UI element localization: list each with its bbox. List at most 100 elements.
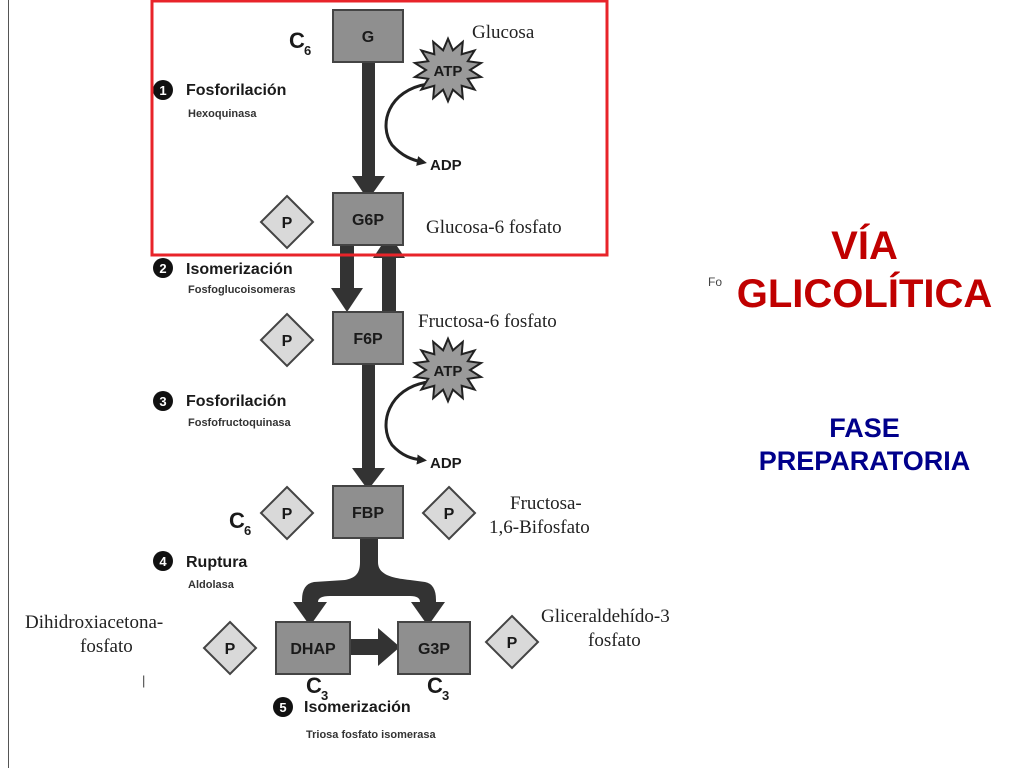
svg-text:F6P: F6P (353, 331, 383, 348)
svg-text:C: C (229, 508, 245, 533)
svg-text:3: 3 (442, 688, 449, 703)
main-flow-arrows (293, 62, 445, 666)
arrow-g-to-g6p (362, 62, 375, 178)
step-2: 2 Isomerización Fosfoglucoisomeras (153, 258, 296, 296)
step-title: Fosforilación (186, 393, 286, 410)
step-5: 5 Isomerización Triosa fosfato isomerasa (273, 697, 436, 741)
svg-text:P: P (282, 215, 293, 232)
step-4: 4 Ruptura Aldolasa (153, 551, 247, 591)
svg-text:DHAP: DHAP (290, 641, 336, 658)
svg-text:FBP: FBP (352, 505, 384, 522)
left-border-line (8, 0, 9, 768)
label-glucosa-6-fosfato: Glucosa-6 fosfato (426, 217, 562, 238)
step-number: 5 (279, 700, 286, 715)
step-number-badge (273, 697, 293, 717)
slide-title-line1: VÍA (831, 224, 898, 268)
arrow-f6p-to-fbp (362, 364, 375, 470)
label-dihidroxiacetona-line2: fosfato (80, 636, 133, 657)
step-number-badge (153, 80, 173, 100)
step-number: 1 (159, 83, 166, 98)
arrow-to-dhap-head (293, 602, 327, 626)
step-title: Ruptura (186, 554, 247, 571)
label-gliceraldehido-line1: Gliceraldehído-3 (541, 606, 670, 627)
carbon-label-c3-g3p: C 3 (427, 673, 449, 703)
svg-text:3: 3 (321, 688, 328, 703)
step-title: Isomerización (304, 699, 411, 716)
step-number: 3 (159, 394, 166, 409)
box-g: G (332, 9, 404, 63)
arrow-to-g3p-head (411, 602, 445, 626)
step-title: Fosforilación (186, 82, 286, 99)
carbon-label-c6-fbp: C 6 (229, 508, 251, 538)
step-enzyme: Fosfofructoquinasa (188, 417, 292, 429)
slide-title: VÍA GLICOLÍTICA (712, 222, 1017, 318)
label-glucosa: Glucosa (472, 22, 535, 43)
atp-burst-1: ATP (412, 36, 484, 104)
arrow-f6p-to-fbp-head (352, 468, 385, 490)
box-g6p: G6P (332, 192, 404, 246)
slide-subtitle-line1: FASE (829, 413, 900, 443)
phosphate-g3p: P (484, 614, 540, 670)
svg-text:6: 6 (244, 523, 251, 538)
arrow-fbp-split (302, 538, 436, 604)
atp-burst-2: ATP (412, 336, 484, 404)
box-f6p: F6P (332, 311, 404, 365)
slide-subtitle-line2: PREPARATORIA (758, 446, 971, 476)
carbon-label-c6-top: C 6 (289, 28, 311, 58)
adp-label-1: ADP (430, 157, 462, 174)
svg-text:P: P (444, 506, 455, 523)
phosphate-fbp-left: P (259, 485, 315, 541)
step-number-badge (153, 258, 173, 278)
atp-adp-curve-1 (384, 82, 429, 166)
slide-subtitle: FASE PREPARATORIA (712, 412, 1017, 478)
label-dihidroxiacetona-line1: Dihidroxiacetona- (25, 612, 163, 633)
svg-text:ATP: ATP (434, 63, 463, 80)
step-number: 2 (159, 261, 166, 276)
step-enzyme: Triosa fosfato isomerasa (306, 729, 436, 741)
stray-text-fragment: Fo (708, 275, 723, 289)
svg-text:C: C (289, 28, 305, 53)
arrow-g6p-to-f6p (340, 246, 354, 290)
atp-adp-curve-2 (384, 380, 429, 465)
arrow-g6p-to-f6p-head (331, 288, 363, 312)
step-number-badge (153, 551, 173, 571)
adp-label-2: ADP (430, 455, 462, 472)
svg-text:6: 6 (304, 43, 311, 58)
step-enzyme: Hexoquinasa (188, 108, 257, 120)
svg-text:G3P: G3P (418, 641, 450, 658)
slide-title-line2: GLICOLÍTICA (736, 272, 993, 316)
phosphate-fbp-right: P (421, 485, 477, 541)
step-title: Isomerización (186, 261, 293, 278)
phosphate-dhap: P (202, 620, 258, 676)
label-fructosa-bifosfato-line1: Fructosa- (510, 493, 582, 514)
svg-text:P: P (282, 506, 293, 523)
arrow-dhap-to-g3p-head (378, 628, 400, 666)
step-1: 1 Fosforilación Hexoquinasa (153, 80, 286, 120)
step-enzyme: Aldolasa (188, 579, 235, 591)
svg-text:G6P: G6P (352, 212, 384, 229)
svg-text:P: P (282, 333, 293, 350)
box-g3p: G3P (397, 621, 471, 675)
svg-text:P: P (225, 641, 236, 658)
label-fructosa-6-fosfato: Fructosa-6 fosfato (418, 311, 557, 332)
phosphate-g6p: P (259, 194, 315, 250)
arrow-g-to-g6p-head (352, 176, 385, 200)
box-fbp: FBP (332, 485, 404, 539)
phosphate-f6p: P (259, 312, 315, 368)
svg-text:C: C (427, 673, 443, 698)
arrow-dhap-to-g3p (350, 639, 380, 655)
svg-text:C: C (306, 673, 322, 698)
label-gliceraldehido-line2: fosfato (588, 630, 641, 651)
svg-text:G: G (362, 29, 374, 46)
step-enzyme: Fosfoglucoisomeras (188, 284, 296, 296)
label-fructosa-bifosfato-line2: 1,6-Bifosfato (489, 517, 590, 538)
step-number-badge (153, 391, 173, 411)
svg-text:P: P (507, 635, 518, 652)
stray-tick-mark: | (142, 673, 146, 688)
step-3: 3 Fosforilación Fosfofructoquinasa (153, 391, 292, 429)
highlight-frame (150, 0, 609, 257)
carbon-label-c3-dhap: C 3 (306, 673, 328, 703)
arrow-f6p-to-g6p (382, 256, 396, 312)
